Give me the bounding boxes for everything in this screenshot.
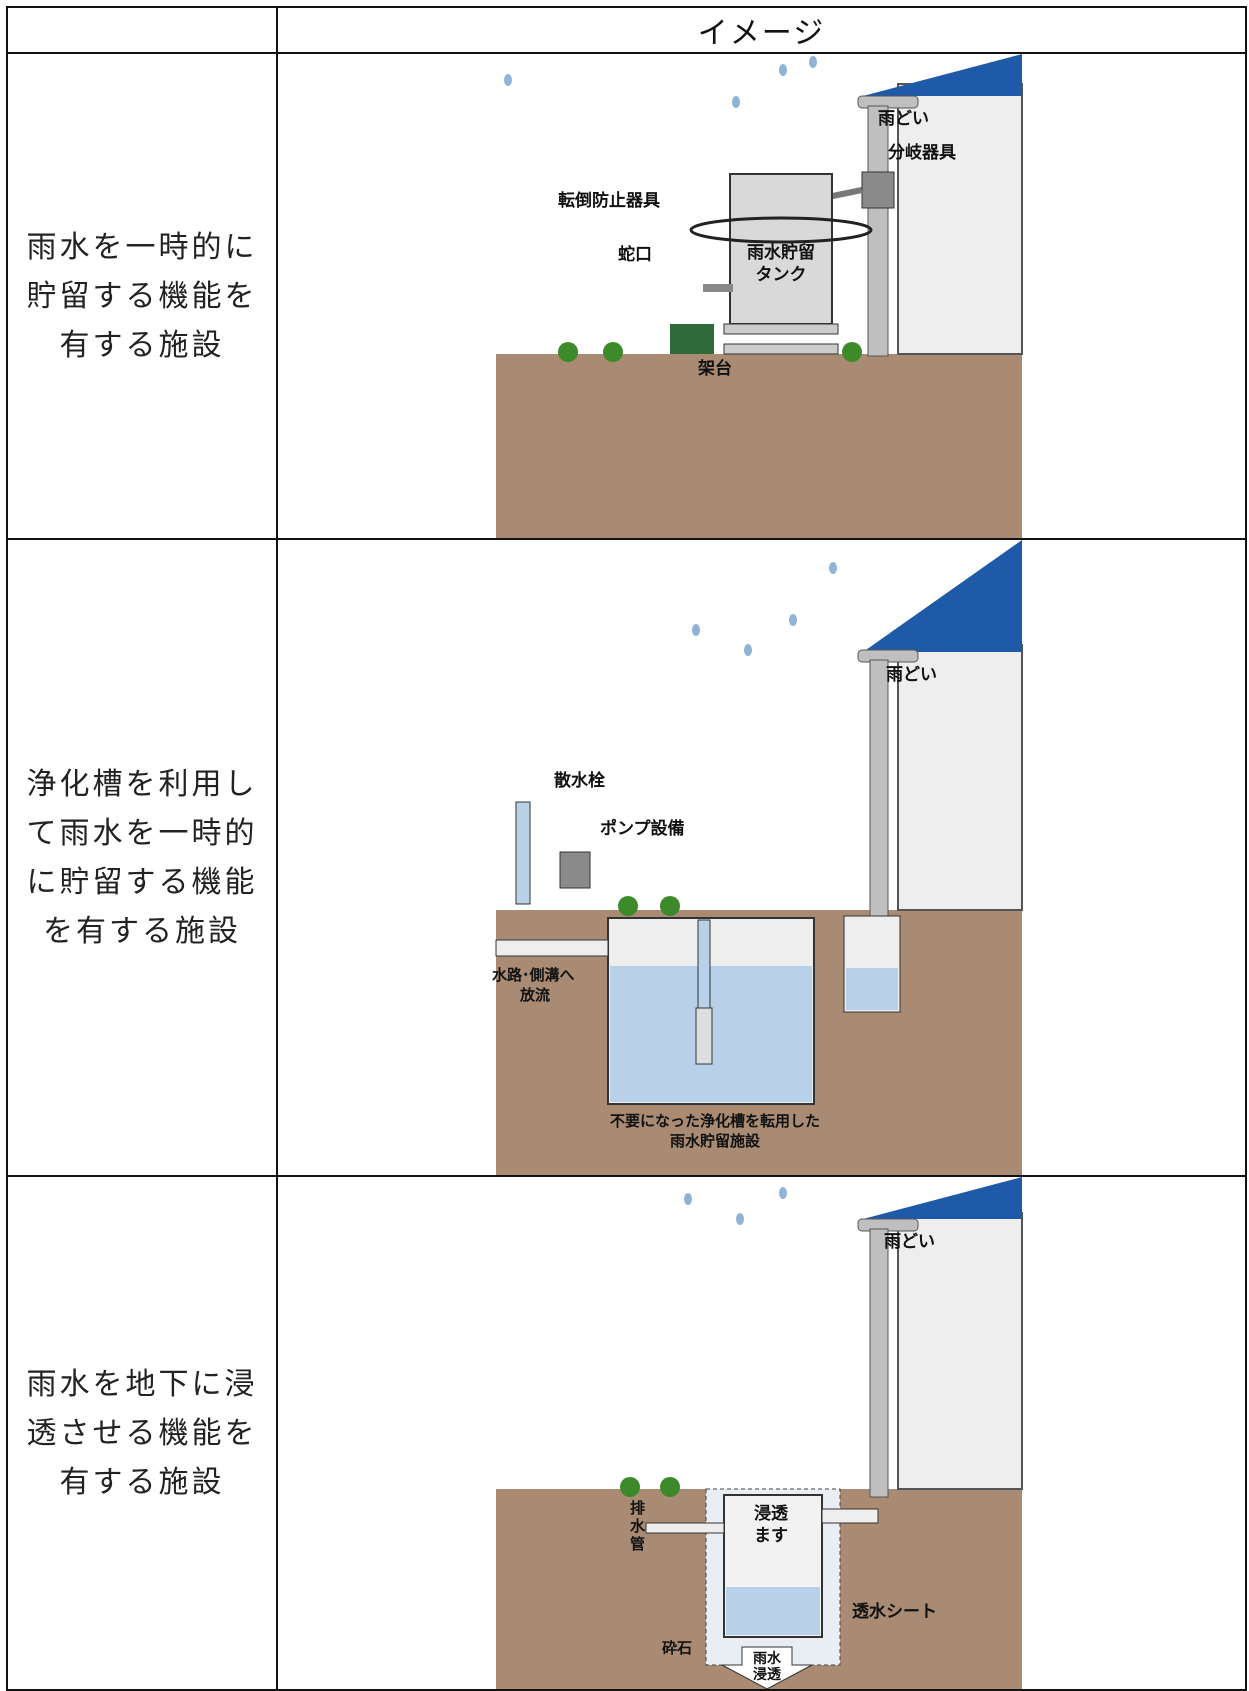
inflow-pipe — [821, 1508, 879, 1524]
infiltration-arrow-icon — [721, 1646, 813, 1689]
label-line: を有する施設 — [43, 913, 241, 949]
house-wall — [897, 83, 1023, 355]
downspout — [869, 1228, 889, 1498]
label-line: て雨水を一時的 — [26, 815, 258, 851]
plant-icon — [660, 896, 680, 916]
raindrop-icon — [779, 64, 787, 76]
table-row-storage: 雨水を一時的に 貯留する機能を 有する施設 — [6, 52, 1247, 540]
soil-ground — [496, 354, 1022, 538]
tank-label-line2: タンク — [756, 265, 807, 285]
tank-body — [729, 173, 833, 325]
table-row-infiltration: 雨水を地下に浸 透させる機能を 有する施設 — [6, 1175, 1247, 1691]
callout-drain-pipe-char: 水 — [630, 1517, 646, 1535]
callout-gravel: 砕石 — [662, 1639, 692, 1657]
raindrop-icon — [829, 562, 837, 574]
row-label-storage: 雨水を一時的に 貯留する機能を 有する施設 — [6, 52, 278, 540]
raindrop-icon — [736, 1213, 744, 1225]
callout-gutter: 雨どい — [884, 1232, 935, 1252]
label-line: 有する施設 — [59, 327, 225, 363]
septic-reuse-illustration: 雨どい 散水栓 ポンプ設備 水路･側溝へ 放流 不要になった浄化槽を転用した 雨… — [492, 540, 1023, 1175]
caption-line1: 不要になった浄化槽を転用した — [610, 1112, 820, 1130]
house-wall — [897, 1212, 1023, 1490]
callout-infiltration-line2: 浸透 — [753, 1666, 782, 1683]
submersible-pump — [695, 1007, 713, 1065]
callout-discharge-line2: 放流 — [519, 986, 550, 1004]
callout-sheet: 透水シート — [852, 1601, 937, 1622]
plant-icon — [620, 1477, 640, 1497]
watering-can — [670, 324, 714, 354]
callout-gutter: 雨どい — [878, 109, 929, 129]
callout-drain-pipe-char: 管 — [630, 1535, 645, 1553]
downspout — [869, 659, 889, 921]
callout-pump: ポンプ設備 — [600, 818, 685, 839]
header-image-cell: イメージ — [276, 6, 1247, 54]
caption-line2: 雨水貯留施設 — [670, 1132, 761, 1150]
roof — [863, 54, 1022, 96]
basin-water — [726, 1587, 820, 1635]
plant-icon — [618, 896, 638, 916]
stand-bottom — [723, 343, 839, 355]
callout-anti-tip: 転倒防止器具 — [558, 190, 660, 211]
stand-top — [723, 323, 839, 335]
discharge-pipe — [495, 939, 609, 957]
callout-infiltration-line1: 雨水 — [753, 1650, 782, 1667]
callout-basin-line2: ます — [754, 1526, 788, 1546]
rainwater-tank-illustration: 雨水貯留 タンク 雨どい 分岐器具 — [496, 54, 1023, 538]
label-line: 雨水を一時的に — [26, 229, 258, 265]
inflow-water — [846, 968, 898, 1010]
raindrop-icon — [504, 74, 512, 86]
label-line: 雨水を地下に浸 — [26, 1366, 258, 1402]
row-label-infiltration: 雨水を地下に浸 透させる機能を 有する施設 — [6, 1175, 278, 1691]
plant-icon — [660, 1477, 680, 1497]
illustration-cell-infiltration: 雨どい 浸透 ます 排 水 管 透水シート 砕石 雨水 浸透 — [276, 1175, 1247, 1691]
table-row-septic: 浄化槽を利用し て雨水を一時的 に貯留する機能 を有する施設 — [6, 538, 1247, 1177]
house-wall — [897, 644, 1023, 911]
roof — [863, 540, 1022, 652]
riser-pipe — [515, 801, 531, 905]
raindrop-icon — [779, 1187, 787, 1199]
callout-basin-line1: 浸透 — [754, 1503, 789, 1524]
label-line: 有する施設 — [59, 1464, 225, 1500]
label-line: に貯留する機能 — [26, 864, 258, 900]
callout-stand: 架台 — [698, 358, 732, 379]
callout-diverter: 分岐器具 — [888, 142, 956, 163]
raindrop-icon — [684, 1193, 692, 1205]
tank-label-line1: 雨水貯留 — [747, 242, 815, 263]
illustration-cell-storage: 雨水貯留 タンク 雨どい 分岐器具 — [276, 52, 1247, 540]
roof — [863, 1177, 1022, 1219]
raindrop-icon — [692, 624, 700, 636]
header-row: イメージ — [6, 6, 1247, 54]
faucet — [703, 284, 733, 292]
callout-gutter: 雨どい — [886, 665, 937, 685]
plant-icon — [558, 342, 578, 362]
downspout — [867, 105, 889, 357]
label-line: 透させる機能を — [26, 1415, 258, 1451]
callout-faucet: 蛇口 — [618, 244, 652, 265]
raindrop-icon — [789, 614, 797, 626]
raindrop-icon — [744, 644, 752, 656]
label-line: 浄化槽を利用し — [26, 766, 258, 802]
infiltration-basin-illustration: 雨どい 浸透 ます 排 水 管 透水シート 砕石 雨水 浸透 — [496, 1177, 1023, 1689]
callout-discharge-line1: 水路･側溝へ — [492, 966, 575, 984]
plant-icon — [603, 342, 623, 362]
raindrop-icon — [809, 56, 817, 68]
header-left-cell — [6, 6, 278, 54]
facility-table: イメージ 雨水を一時的に 貯留する機能を 有する施設 — [6, 6, 1247, 1691]
callout-drain-pipe-char: 排 — [630, 1499, 645, 1517]
pump-unit — [559, 851, 591, 889]
drain-pipe — [645, 1522, 725, 1534]
label-line: 貯留する機能を — [26, 278, 258, 314]
illustration-cell-septic: 雨どい 散水栓 ポンプ設備 水路･側溝へ 放流 不要になった浄化槽を転用した 雨… — [276, 538, 1247, 1177]
raindrop-icon — [732, 96, 740, 108]
plant-icon — [842, 342, 862, 362]
anti-tip-band — [689, 216, 873, 244]
diverter-device — [861, 171, 895, 209]
row-label-septic: 浄化槽を利用し て雨水を一時的 に貯留する機能 を有する施設 — [6, 538, 278, 1177]
callout-sprinkler: 散水栓 — [554, 770, 605, 791]
